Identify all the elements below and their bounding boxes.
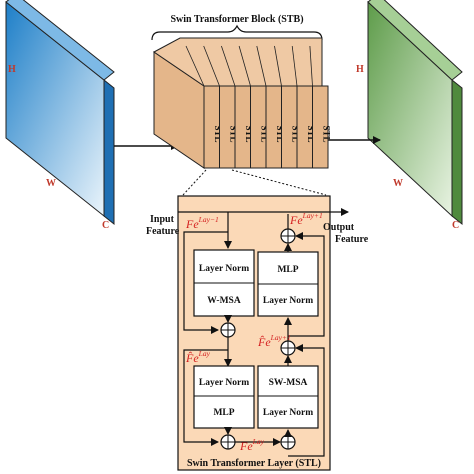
layer-norm-2: Layer Norm <box>199 378 249 388</box>
layer-norm-3: Layer Norm <box>263 296 313 306</box>
skip-left-1 <box>183 231 228 334</box>
output-feature-map: H W C <box>356 0 463 231</box>
stb-brace <box>151 24 323 41</box>
stl-slab-edge <box>185 45 205 87</box>
sum-node-4 <box>280 340 296 356</box>
left-c-label: C <box>102 220 109 231</box>
box-swmsa-layernorm <box>257 365 319 429</box>
zoom-line-right <box>231 169 327 196</box>
fe-lay-plus1-label: FeLay+1 <box>289 211 323 227</box>
sw-msa: SW-MSA <box>269 378 308 388</box>
skip-left-2 <box>183 349 228 446</box>
left-h-label: H <box>8 64 16 75</box>
box-layernorm-mlp <box>193 365 255 429</box>
layer-norm-1: Layer Norm <box>199 264 249 274</box>
sum-node-2 <box>220 434 236 450</box>
zoom-line-left <box>182 169 207 196</box>
stb-title: Swin Transformer Block (STB) <box>170 14 303 25</box>
stl-slab-label: STL <box>244 125 254 142</box>
skip-right-2 <box>288 232 325 337</box>
w-msa: W-MSA <box>207 296 241 306</box>
fe-lay-minus1-label: FeLay−1 <box>185 215 219 231</box>
sum-node-5 <box>280 228 296 244</box>
stl-slab-label: STL <box>275 125 285 142</box>
mlp-2: MLP <box>277 265 298 275</box>
sum-node-3 <box>280 434 296 450</box>
layer-norm-4: Layer Norm <box>263 408 313 418</box>
stl-slab-label: STL <box>321 125 331 142</box>
stl-panel <box>177 195 331 471</box>
stl-slab <box>312 85 329 169</box>
output-feature-line2: Feature <box>335 234 369 245</box>
stl-slab-label: STL <box>290 125 300 142</box>
input-feature-line2: Feature <box>146 226 180 237</box>
right-w-label: W <box>393 178 403 189</box>
stl-slab-edge <box>274 45 282 87</box>
stl-slab-label: STL <box>213 125 223 142</box>
stl-slab-label: STL <box>306 125 316 142</box>
input-feature-map: H W C <box>5 0 115 231</box>
right-h-label: H <box>356 64 364 75</box>
stb-stack: STL STL STL STL STL STL STL STL <box>153 37 331 169</box>
stl-slab-edge <box>221 45 236 87</box>
stb-top-face <box>153 37 323 87</box>
stl-slab-edge <box>309 45 313 87</box>
stl-slab-edge <box>238 45 251 87</box>
skip-right-1 <box>288 344 325 457</box>
stl-caption: Swin Transformer Layer (STL) <box>187 458 321 469</box>
stl-slab-label: STL <box>259 125 269 142</box>
stl-slab-edge <box>256 45 267 87</box>
stl-slab-edge <box>291 45 298 87</box>
fe-lay-label: FeLay <box>239 437 265 453</box>
fe-hat-lay-label: F̂eLay <box>185 349 211 365</box>
input-feature-line1: Input <box>150 214 175 225</box>
stl-slab-label: STL <box>228 125 238 142</box>
right-c-label: C <box>452 220 459 231</box>
output-feature-line1: Output <box>323 222 355 233</box>
mlp-1: MLP <box>213 408 234 418</box>
sum-node-1 <box>220 322 236 338</box>
fe-hat-lay-plus1-label: F̂eLay+1 <box>257 333 291 349</box>
stl-slab-edge <box>203 45 220 87</box>
left-w-label: W <box>46 178 56 189</box>
